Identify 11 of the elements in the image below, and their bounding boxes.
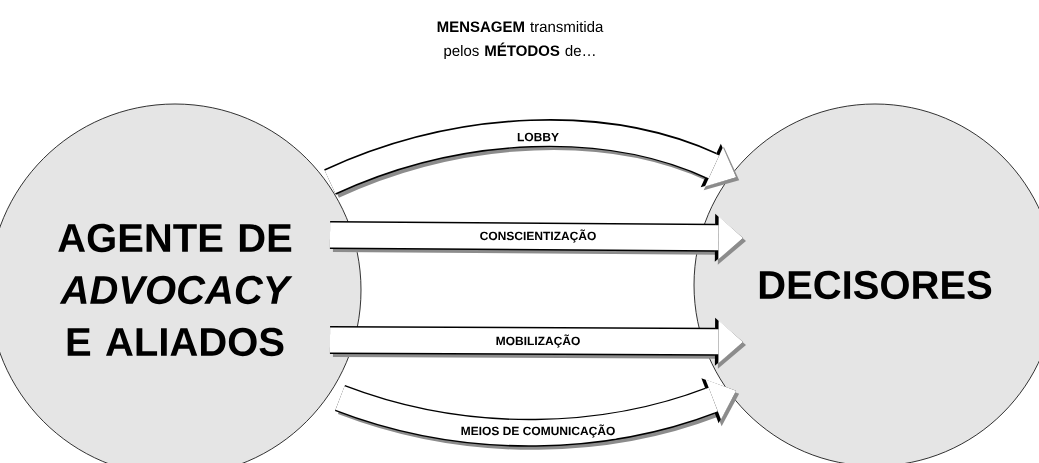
circle-node: DECISORES [693,103,1039,463]
circle-node: AGENTE DE ADVOCACY E ALIADOS [0,103,362,463]
edge-label: MEIOS DE COMUNICAÇÃO [459,423,617,439]
block-arrow [329,213,746,265]
edge-label: MOBILIZAÇÃO [494,333,582,349]
edge-label: CONSCIENTIZAÇÃO [478,228,598,244]
block-arrow [329,317,746,369]
block-arrow [324,119,740,198]
title: MENSAGEM transmitida pelos MÉTODOS de… [437,21,604,59]
edge-label: LOBBY [516,131,560,143]
block-arrow [335,378,740,450]
